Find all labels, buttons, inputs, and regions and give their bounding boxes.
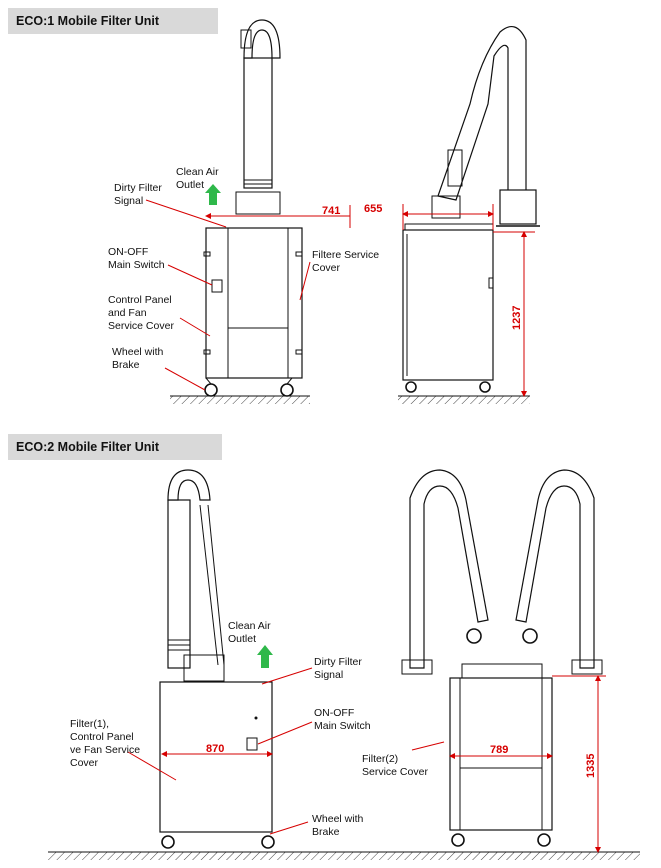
hose-base [183,654,225,682]
dimension-789: 789 [490,744,508,756]
arm-joint [466,628,482,644]
leader-dirty-filter [145,199,227,228]
label-filter2: Filter(2) Service Cover [362,753,428,778]
leader-control-panel [179,317,211,337]
leader-switch [257,721,313,745]
left-arm [409,469,489,669]
hose-base [431,195,461,219]
dimension-1335: 1335 [585,754,597,778]
hose-ribs [168,639,190,651]
leader-switch [167,264,213,286]
section-header-eco1: ECO:1 Mobile Filter Unit [8,8,218,34]
label-switch: ON-OFF Main Switch [108,246,165,271]
wheel [280,383,294,397]
wheel [451,833,465,847]
label-filter1: Filter(1), Control Panel ve Fan Service … [70,718,143,769]
wheel [405,381,417,393]
ground-hatch [170,396,310,404]
section-title: ECO:1 Mobile Filter Unit [16,14,160,28]
clean-air-arrow-icon [205,184,221,205]
main-switch [246,737,258,751]
wheel [479,381,491,393]
main-switch [211,279,223,293]
label-dirty-filter: Dirty Filter Signal [314,656,365,681]
leader-wheel [164,367,206,391]
wheel [204,383,218,397]
arm-outline [437,25,527,201]
label-wheel: Wheel with Brake [312,813,366,838]
hose-base [461,663,543,679]
section-header-eco2: ECO:2 Mobile Filter Unit [8,434,222,460]
arm-joint [522,628,538,644]
arm-column [167,499,191,669]
leader-filter2 [411,741,445,751]
dimension-655: 655 [364,203,382,215]
arm-joint [447,149,463,187]
dimension-1237: 1237 [511,306,523,330]
clean-air-arrow-icon [257,645,273,668]
hose-base [235,191,281,215]
eco2-cabinet [159,681,273,833]
section-title: ECO:2 Mobile Filter Unit [16,440,160,454]
label-filter-cover: Filtere Service Cover [312,249,382,274]
label-clean-air: Clean Air Outlet [176,166,222,191]
label-control-panel: Control Panel and Fan Service Cover [108,294,175,332]
eco2-side-view [48,469,640,860]
ground-hatch [398,396,530,404]
label-switch: ON-OFF Main Switch [314,707,371,732]
dimension-741: 741 [322,205,340,217]
leader-filter1 [127,751,177,781]
arm-bend [243,19,281,59]
eco1-front-cabinet [402,229,494,381]
leader-filter-cover [299,261,311,301]
label-wheel: Wheel with Brake [112,346,166,371]
leader-wheel [269,821,309,835]
arm-strut [199,504,219,666]
eco1-front-view [398,25,540,404]
ground-hatch [48,852,640,860]
arm-column [243,57,273,189]
wheel [261,835,275,849]
eco1-cabinet [205,227,303,379]
dimension-870: 870 [206,743,224,755]
wheel [161,835,175,849]
eco2-front-view [401,469,606,853]
right-arm [515,469,595,669]
leader-dirty-filter [261,667,313,685]
arm-joint [240,29,252,49]
wheel [537,833,551,847]
label-dirty-filter: Dirty Filter Signal [114,182,165,207]
eco1-side-view [145,19,351,404]
arm-base-right [499,189,537,225]
label-clean-air: Clean Air Outlet [228,620,274,645]
